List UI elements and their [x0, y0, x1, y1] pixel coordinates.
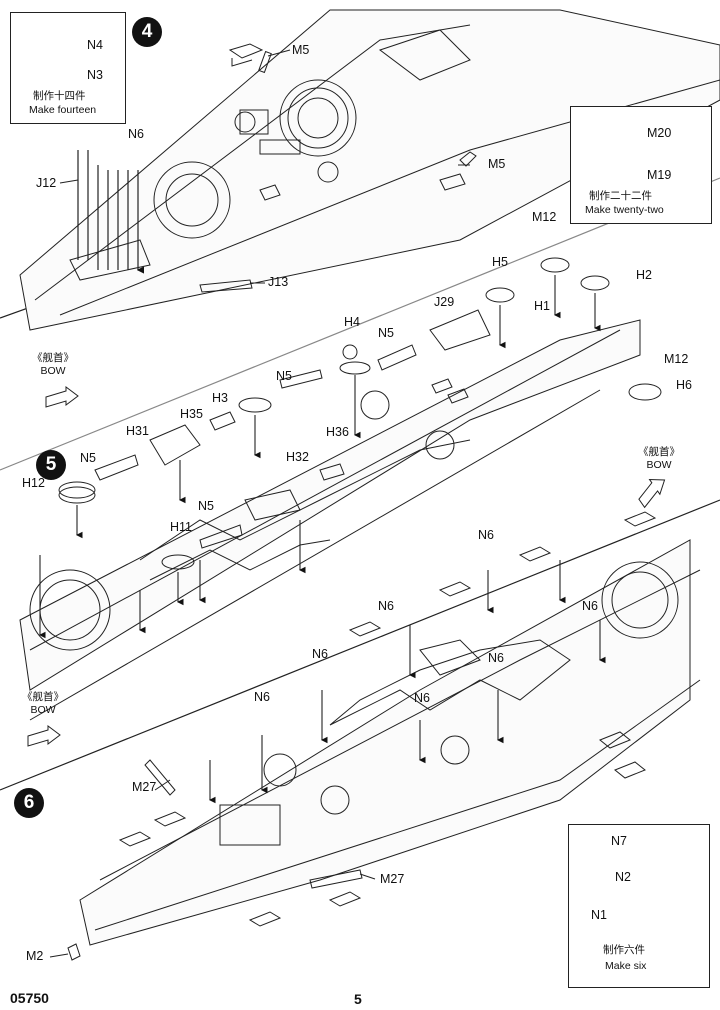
part-label: N5	[276, 369, 292, 383]
part-label: H35	[180, 407, 203, 421]
part-label: H36	[326, 425, 349, 439]
part-label: J12	[36, 176, 57, 190]
part-label: M5	[488, 157, 506, 171]
part-label: J13	[268, 275, 289, 289]
part-n4-label: N4	[87, 38, 103, 52]
bow-label-en: BOW	[30, 704, 56, 717]
bow-marker: 《舰首》 BOW	[638, 446, 680, 472]
inset-note-en: Make twenty-two	[585, 204, 664, 216]
inset-note-cn: 制作二十二件	[589, 190, 652, 202]
part-label: H31	[126, 424, 149, 438]
part-label: N6	[414, 691, 430, 705]
bow-label-cn: 《舰首》	[638, 446, 680, 458]
part-label: M12	[664, 352, 689, 366]
part-n2-label: N2	[615, 870, 631, 884]
part-label: M12	[532, 210, 557, 224]
part-label: H3	[212, 391, 228, 405]
part-m20-label: M20	[647, 126, 672, 140]
part-n7-label: N7	[611, 834, 627, 848]
bow-label-en: BOW	[646, 459, 672, 472]
part-label: H5	[492, 255, 508, 269]
part-label: N6	[312, 647, 328, 661]
bow-label-cn: 《舰首》	[22, 691, 64, 703]
part-label: H4	[344, 315, 360, 329]
part-label: H2	[636, 268, 652, 282]
bow-marker: 《舰首》 BOW	[22, 691, 64, 717]
part-label: N6	[488, 651, 504, 665]
part-label: M27	[132, 780, 157, 794]
part-label: N6	[378, 599, 394, 613]
page-number: 5	[354, 991, 362, 1007]
inset-make-twenty-two: M20 M19 制作二十二件 Make twenty-two	[570, 106, 712, 224]
part-label: N5	[378, 326, 394, 340]
part-label: M27	[380, 872, 405, 886]
step-4-badge: 4	[132, 17, 162, 47]
part-label: H32	[286, 450, 309, 464]
inset-make-six: N7 N2 N1 制作六件 Make six	[568, 824, 710, 988]
product-code: 05750	[10, 990, 49, 1006]
inset-make-fourteen: N4 N3 制作十四件 Make fourteen	[10, 12, 126, 124]
part-label: J29	[434, 295, 455, 309]
part-label: N5	[198, 499, 214, 513]
part-n1-label: N1	[591, 908, 607, 922]
part-label: N6	[478, 528, 494, 542]
step-6-badge: 6	[14, 788, 44, 818]
inset-note-en: Make fourteen	[29, 104, 97, 116]
part-label: H1	[534, 299, 550, 313]
part-label: N6	[128, 127, 144, 141]
step-5-badge: 5	[36, 450, 66, 480]
part-label: H12	[22, 476, 45, 490]
part-n3-label: N3	[87, 68, 103, 82]
part-label: N6	[582, 599, 598, 613]
part-label: N5	[80, 451, 96, 465]
bow-label-en: BOW	[40, 365, 66, 378]
part-label: M2	[26, 949, 44, 963]
part-label: H11	[170, 520, 193, 534]
bow-marker: 《舰首》 BOW	[32, 352, 74, 378]
inset-note-cn: 制作十四件	[33, 90, 86, 102]
part-label: M5	[292, 43, 310, 57]
inset-note-cn: 制作六件	[603, 944, 645, 956]
part-label: N6	[254, 690, 270, 704]
part-label: H6	[676, 378, 692, 392]
inset-note-en: Make six	[605, 960, 647, 972]
part-m19-label: M19	[647, 168, 672, 182]
bow-label-cn: 《舰首》	[32, 352, 74, 364]
